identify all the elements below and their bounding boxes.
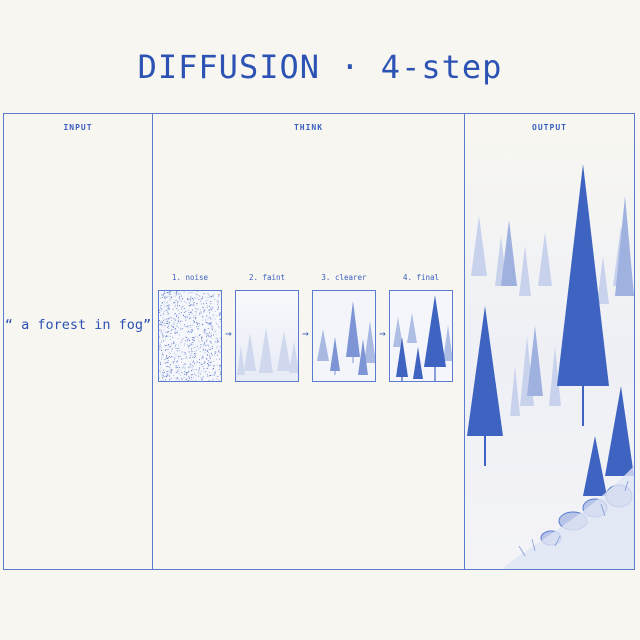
noise-image xyxy=(158,290,222,382)
step-label: 3. clearer xyxy=(321,273,367,282)
arrow-icon: → xyxy=(379,327,386,340)
think-column-header: THINK xyxy=(293,123,324,132)
step-label: 4. final xyxy=(402,273,440,282)
think-column: THINK 1. noise → 2. faint xyxy=(153,114,465,569)
diagram-frame: INPUT “ a forest in fog” THINK 1. noise … xyxy=(3,113,635,570)
output-forest-image xyxy=(465,136,634,569)
step-label: 2. faint xyxy=(248,273,286,282)
step-label: 1. noise xyxy=(171,273,209,282)
arrow-icon: → xyxy=(302,327,309,340)
final-forest-image xyxy=(389,290,453,382)
clearer-forest-image xyxy=(312,290,376,382)
input-column-header: INPUT xyxy=(63,123,93,132)
input-column: INPUT “ a forest in fog” xyxy=(4,114,153,569)
page-title: DIFFUSION · 4-step xyxy=(137,48,503,86)
faint-forest-image xyxy=(235,290,299,382)
output-column-header: OUTPUT xyxy=(532,123,567,132)
prompt-text: “ a forest in fog” xyxy=(4,317,152,333)
arrow-icon: → xyxy=(225,327,232,340)
output-column: OUTPUT xyxy=(465,114,634,569)
